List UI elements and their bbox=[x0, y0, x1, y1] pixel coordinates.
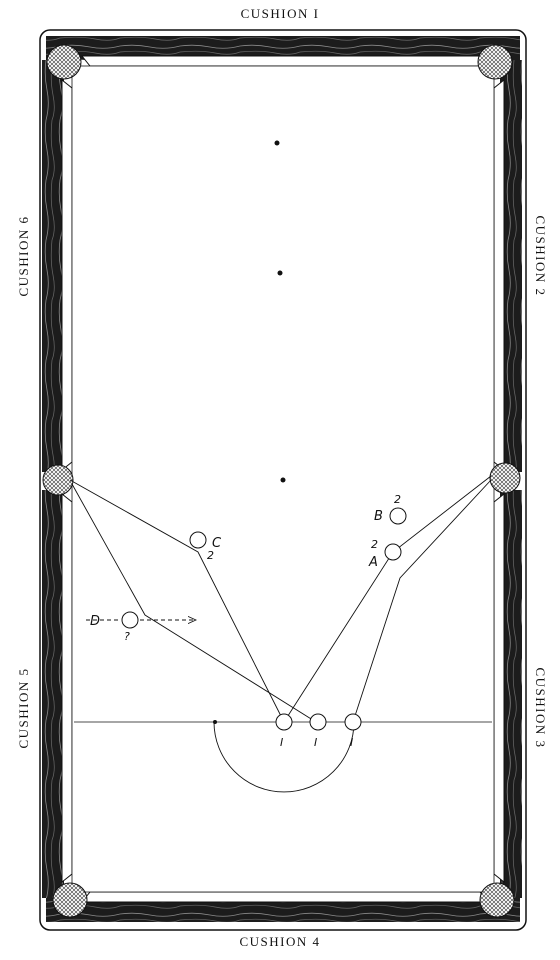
ball-a bbox=[384, 543, 402, 561]
right-upper-rail bbox=[500, 60, 522, 472]
pocket-top-left bbox=[46, 44, 82, 80]
path-ball-c bbox=[69, 479, 285, 723]
object-balls bbox=[121, 507, 407, 629]
top-spot bbox=[274, 140, 280, 146]
pocket-bottom-left bbox=[52, 882, 88, 918]
pockets bbox=[42, 44, 521, 918]
ball-d-number: ? bbox=[124, 630, 130, 643]
pocket-middle-left bbox=[42, 464, 74, 496]
path-ball-d bbox=[71, 483, 317, 723]
cushion-1-label: CUSHION I bbox=[240, 6, 320, 21]
table-cushions bbox=[61, 55, 505, 903]
ball-c-number: 2 bbox=[207, 549, 214, 562]
ball-c bbox=[189, 531, 207, 549]
centre-spot bbox=[280, 477, 286, 483]
cue-ball-right bbox=[344, 713, 362, 731]
left-upper-rail bbox=[42, 60, 64, 472]
pocket-bottom-right bbox=[479, 882, 515, 918]
table-spots bbox=[213, 140, 286, 724]
ball-d bbox=[121, 611, 139, 629]
pocket-top-right bbox=[477, 44, 513, 80]
cue-balls bbox=[275, 713, 362, 731]
ball-b bbox=[389, 507, 407, 525]
ball-a-letter: A bbox=[368, 555, 378, 570]
ball-c-letter: C bbox=[212, 536, 222, 551]
ball-b-number: 2 bbox=[394, 493, 401, 506]
ball-b-letter: B bbox=[374, 509, 383, 524]
cue-ball-right-number: I bbox=[350, 736, 353, 749]
pocket-middle-right bbox=[489, 462, 521, 494]
path-ball-b bbox=[352, 479, 492, 723]
left-lower-rail bbox=[42, 490, 64, 898]
cue-ball-left-number: I bbox=[280, 736, 283, 749]
ball-d-letter: D bbox=[90, 614, 100, 629]
cue-ball-middle-number: I bbox=[314, 736, 317, 749]
cue-ball-middle bbox=[309, 713, 327, 731]
ball-a-number: 2 bbox=[371, 538, 378, 551]
pyramid-spot bbox=[277, 270, 283, 276]
cue-ball-left bbox=[275, 713, 293, 731]
baulk-d-semicircle bbox=[213, 721, 355, 793]
cushion-4-label: CUSHION 4 bbox=[239, 934, 321, 949]
right-lower-rail bbox=[500, 490, 522, 898]
